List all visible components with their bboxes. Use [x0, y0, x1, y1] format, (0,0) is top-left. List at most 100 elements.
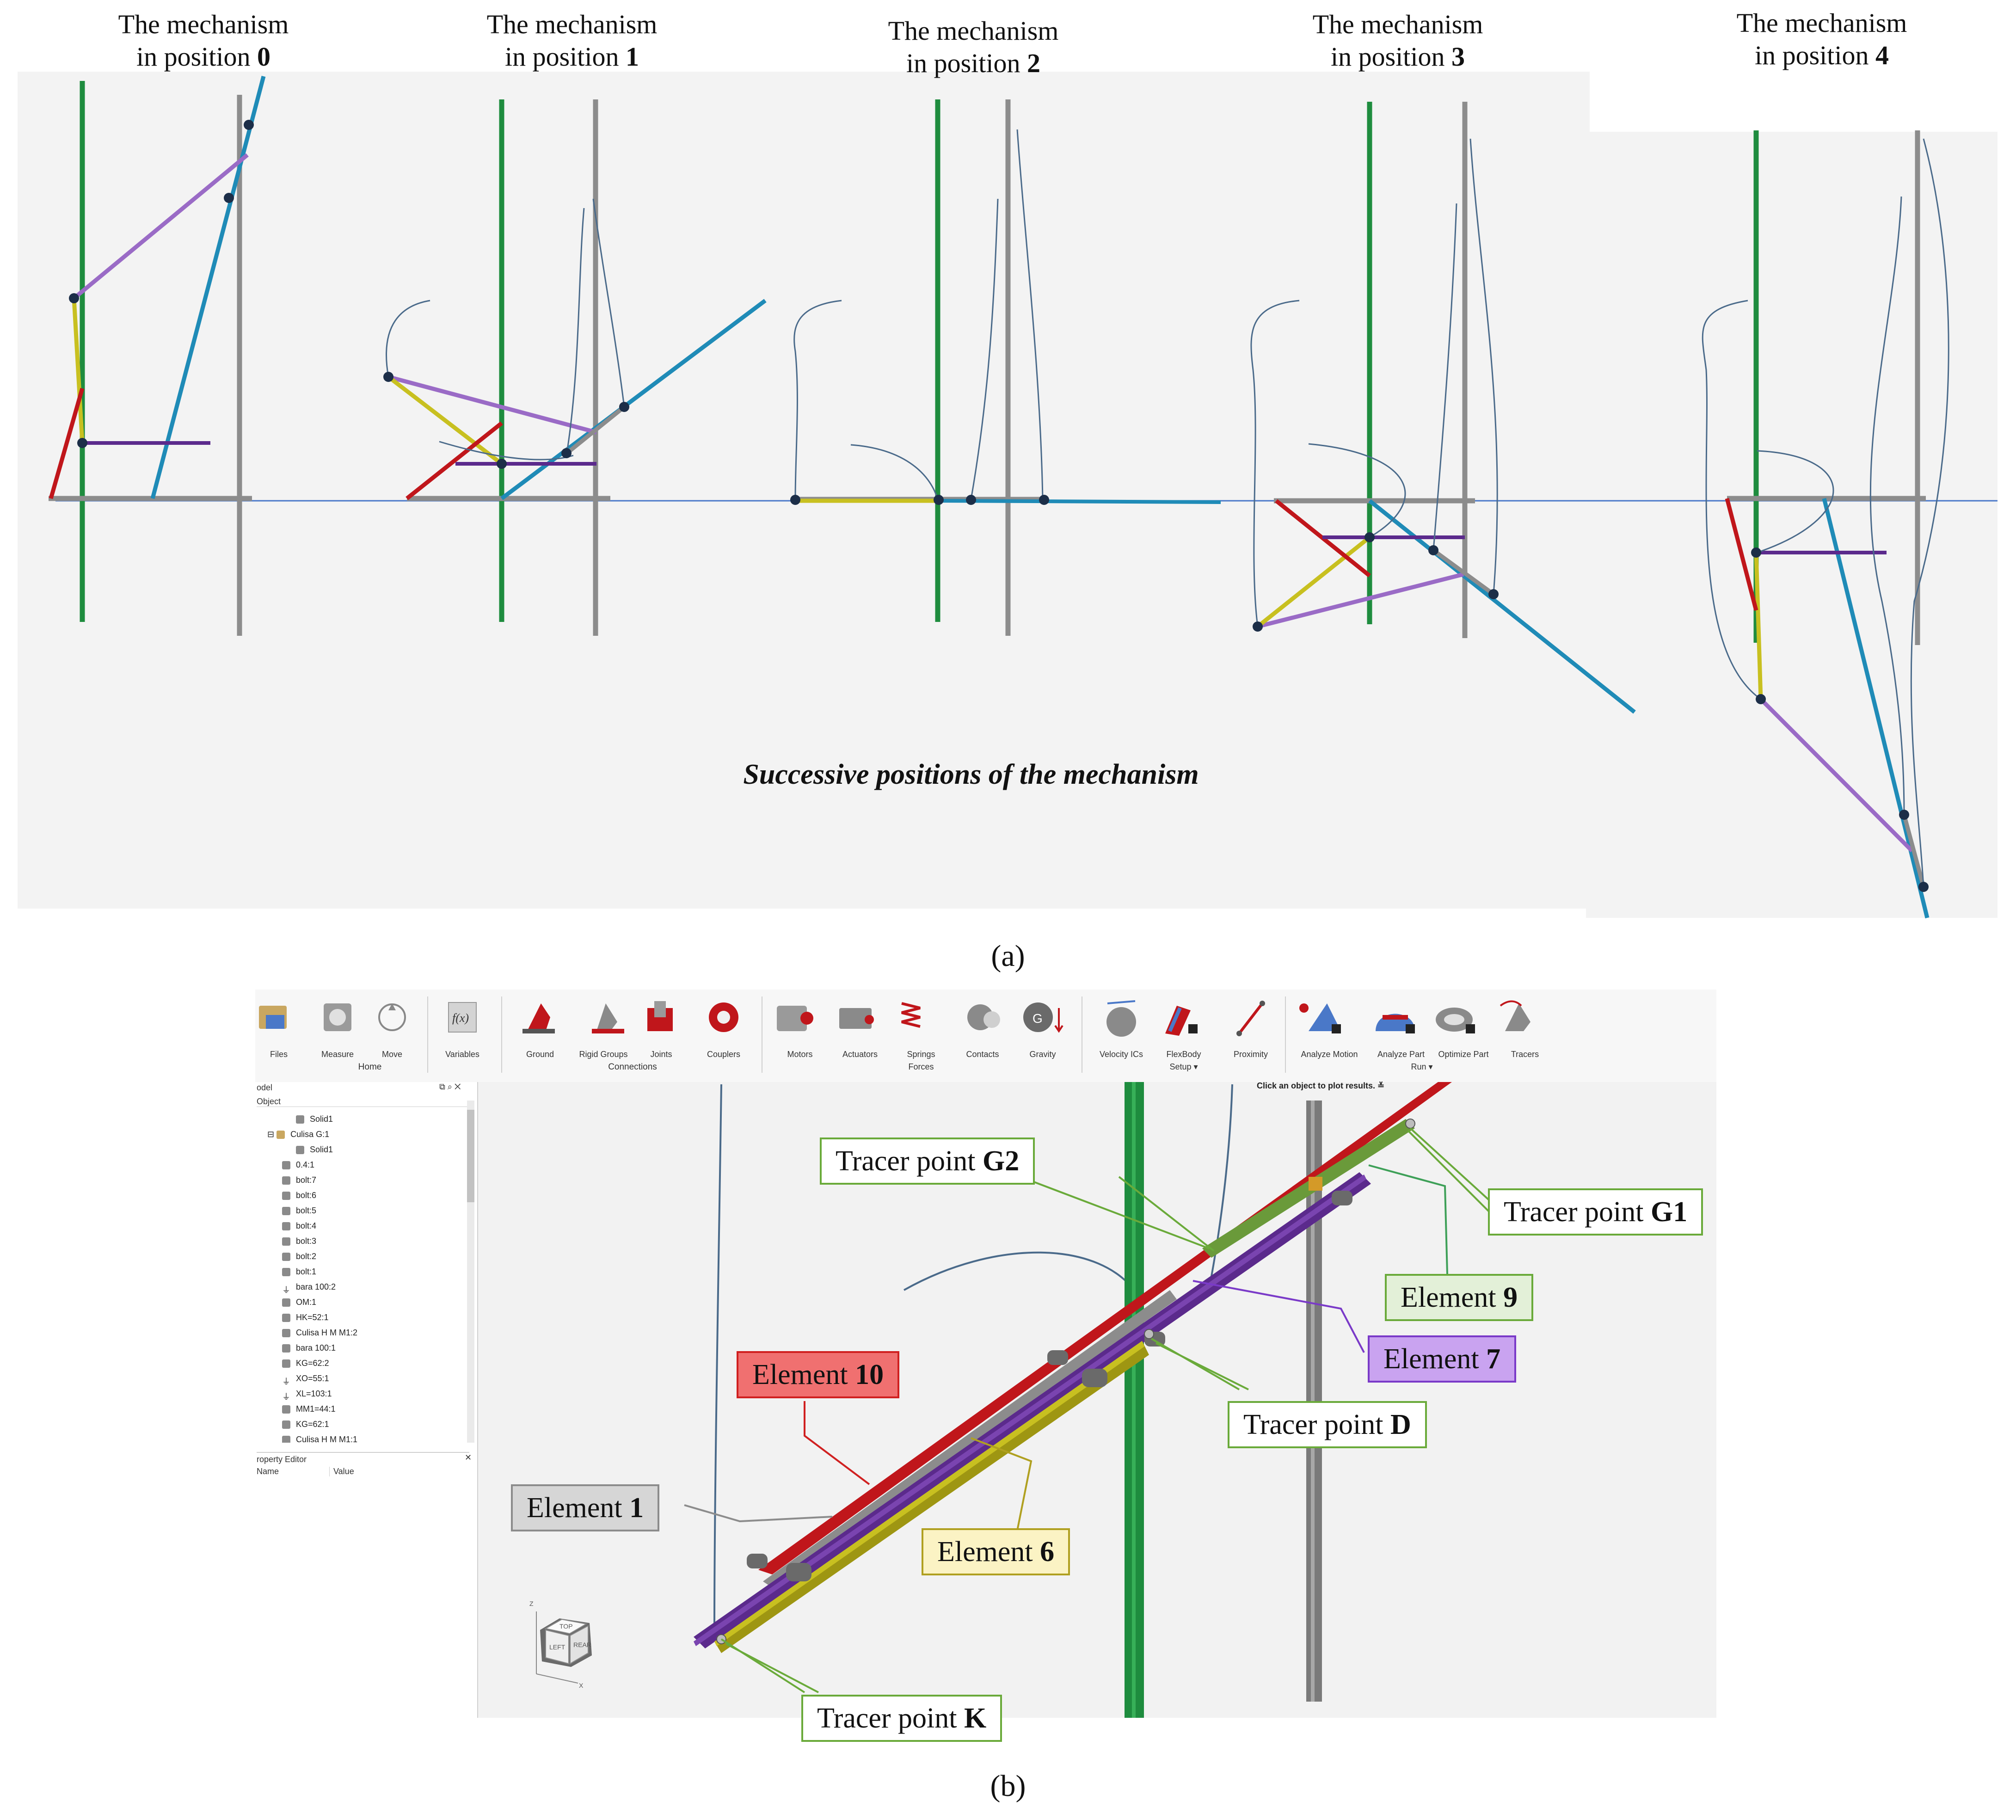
- property-editor-title: roperty Editor: [257, 1452, 469, 1464]
- springs-icon: [901, 1002, 921, 1028]
- tree-item[interactable]: bara 100:1: [282, 1341, 336, 1355]
- property-editor-close[interactable]: ✕: [465, 1453, 472, 1462]
- files-icon: [259, 1006, 287, 1029]
- callout-element-1: Element 1: [511, 1484, 660, 1531]
- ribbon-button-gravity[interactable]: Gravity: [1029, 1050, 1056, 1059]
- analyze-motion-icon: [1299, 1003, 1341, 1033]
- ribbon-button-springs[interactable]: Springs: [907, 1050, 935, 1059]
- view-cube-axis-x: X: [579, 1682, 584, 1689]
- callout-element-9: Element 9: [1385, 1274, 1534, 1321]
- tree-item[interactable]: HK=52:1: [282, 1310, 329, 1324]
- model-browser-controls[interactable]: ⧉ ⌕ ✕: [439, 1082, 461, 1091]
- mechanism-position-2: [790, 99, 1221, 636]
- ribbon-button-files[interactable]: Files: [270, 1050, 288, 1059]
- position-4-header: The mechanism in position 4: [1736, 8, 1907, 70]
- view-cube-axis-z: Z: [529, 1600, 534, 1607]
- position-0-header: The mechanism in position 0: [118, 9, 289, 72]
- couplers-icon: [709, 1002, 738, 1032]
- callout-element-10: Element 10: [737, 1351, 900, 1398]
- view-cube-left-label: LEFT: [549, 1643, 565, 1651]
- tree-item[interactable]: bolt:5: [282, 1204, 316, 1217]
- viewport-3d[interactable]: [478, 1082, 1716, 1718]
- tree-item[interactable]: Culisa H M M1:2: [282, 1326, 357, 1340]
- ribbon-button-actuators[interactable]: Actuators: [842, 1050, 878, 1059]
- ribbon-button-measure[interactable]: Measure: [321, 1050, 354, 1059]
- ribbon-sublabel-run[interactable]: Run ▾: [1411, 1062, 1433, 1071]
- ribbon-button-analyze-part[interactable]: Analyze Part: [1377, 1050, 1425, 1059]
- ribbon-button-flexbody[interactable]: FlexBody: [1166, 1050, 1201, 1059]
- callout-tracer-point-g2: Tracer point G2: [820, 1138, 1035, 1185]
- ribbon-button-ground[interactable]: Ground: [526, 1050, 554, 1059]
- motors-icon: [777, 1006, 813, 1031]
- contacts-icon: [967, 1004, 1000, 1030]
- ribbon-button-joints[interactable]: Joints: [650, 1050, 672, 1059]
- optimize-part-icon: [1436, 1008, 1475, 1033]
- actuators-icon: [839, 1008, 874, 1029]
- callout-tracer-point-g1: Tracer point G1: [1488, 1188, 1703, 1236]
- ribbon-button-proximity[interactable]: Proximity: [1233, 1050, 1268, 1059]
- tree-item[interactable]: KG=62:1: [282, 1417, 329, 1431]
- velocity-ics-icon: [1106, 1000, 1136, 1037]
- ribbon-button-contacts[interactable]: Contacts: [966, 1050, 999, 1059]
- ribbon-button-velocity-ics[interactable]: Velocity ICs: [1099, 1050, 1143, 1059]
- ribbon-button-rigid-groups[interactable]: Rigid Groups: [579, 1050, 628, 1059]
- viewport-hint: Click an object to plot results. ≚: [1257, 1081, 1385, 1090]
- move-icon: [378, 1003, 406, 1031]
- property-editor-value-column: Value: [329, 1467, 354, 1476]
- tree-item[interactable]: bolt:3: [282, 1234, 316, 1248]
- ribbon-button-motors[interactable]: Motors: [787, 1050, 813, 1059]
- mechanism-position-1: [383, 99, 767, 636]
- tree-item[interactable]: 0.4:1: [282, 1158, 314, 1172]
- view-cube-top-label: TOP: [559, 1623, 573, 1630]
- model-browser-scrollbar[interactable]: [467, 1101, 474, 1443]
- tree-item[interactable]: ⊟ Culisa G:1: [267, 1130, 330, 1139]
- tree-item[interactable]: Solid1: [296, 1143, 333, 1156]
- callout-element-7: Element 7: [1368, 1335, 1517, 1383]
- joints-icon: [647, 1001, 673, 1031]
- ribbon-sublabel-setup[interactable]: Setup ▾: [1169, 1062, 1198, 1071]
- callout-leader-lines: [684, 1127, 1490, 1693]
- ribbon-button-move[interactable]: Move: [381, 1050, 402, 1059]
- tree-item[interactable]: Solid1: [296, 1112, 333, 1126]
- callout-tracer-point-d: Tracer point D: [1228, 1401, 1427, 1448]
- tree-item[interactable]: bolt:1: [282, 1265, 316, 1279]
- tree-item[interactable]: bolt:7: [282, 1173, 316, 1187]
- ribbon-sublabel-forces: Forces: [908, 1062, 934, 1071]
- svg-text:G: G: [1033, 1011, 1043, 1026]
- gravity-icon: G: [1023, 1002, 1063, 1033]
- tree-item[interactable]: ⏚XO=55:1: [282, 1374, 329, 1387]
- ribbon-button-variables[interactable]: Variables: [445, 1050, 479, 1059]
- ribbon-button-optimize-part[interactable]: Optimize Part: [1438, 1050, 1489, 1059]
- svg-text:f(x): f(x): [452, 1011, 469, 1025]
- position-3-header: The mechanism in position 3: [1312, 9, 1483, 72]
- tree-item[interactable]: bolt:6: [282, 1188, 316, 1202]
- tree-item[interactable]: bolt:4: [282, 1219, 316, 1233]
- position-1-header: The mechanism in position 1: [486, 9, 658, 72]
- panel-a-background-right: [1586, 132, 1998, 918]
- tree-item[interactable]: bolt:2: [282, 1249, 316, 1263]
- view-cube-icon: TOP LEFT REAR Z X: [529, 1600, 592, 1689]
- mechanism-positions-diagram: [49, 75, 1998, 919]
- ribbon-button-analyze-motion[interactable]: Analyze Motion: [1301, 1050, 1358, 1059]
- property-editor-name-column: Name: [257, 1467, 279, 1476]
- ribbon-button-tracers[interactable]: Tracers: [1511, 1050, 1539, 1059]
- panel-a-subtitle: Successive positions of the mechanism: [743, 759, 1199, 790]
- tree-item[interactable]: OM:1: [282, 1295, 316, 1309]
- tree-item[interactable]: MM1=44:1: [282, 1402, 336, 1416]
- model-browser-panel: [255, 1082, 478, 1718]
- flexbody-icon: [1165, 1006, 1198, 1036]
- tree-item[interactable]: Culisa H M M1:1: [282, 1433, 357, 1443]
- ribbon-button-couplers[interactable]: Couplers: [707, 1050, 741, 1059]
- rigid-groups-icon: [592, 1003, 624, 1033]
- tree-item[interactable]: ⏚XL=103:1: [282, 1389, 332, 1402]
- tree-item[interactable]: KG=62:2: [282, 1356, 329, 1370]
- panel-a-caption: (a): [991, 939, 1025, 973]
- ribbon-group-home: Home: [358, 1062, 382, 1072]
- model-browser-column-header: Object: [257, 1097, 469, 1107]
- mechanism-position-4: [1702, 130, 1949, 919]
- panel-a-background: [18, 72, 1590, 909]
- tree-item[interactable]: ⏚bara 100:2: [282, 1282, 336, 1295]
- analyze-part-icon: [1376, 1014, 1415, 1033]
- position-2-header: The mechanism in position 2: [888, 16, 1059, 78]
- mechanism-position-0: [49, 75, 266, 636]
